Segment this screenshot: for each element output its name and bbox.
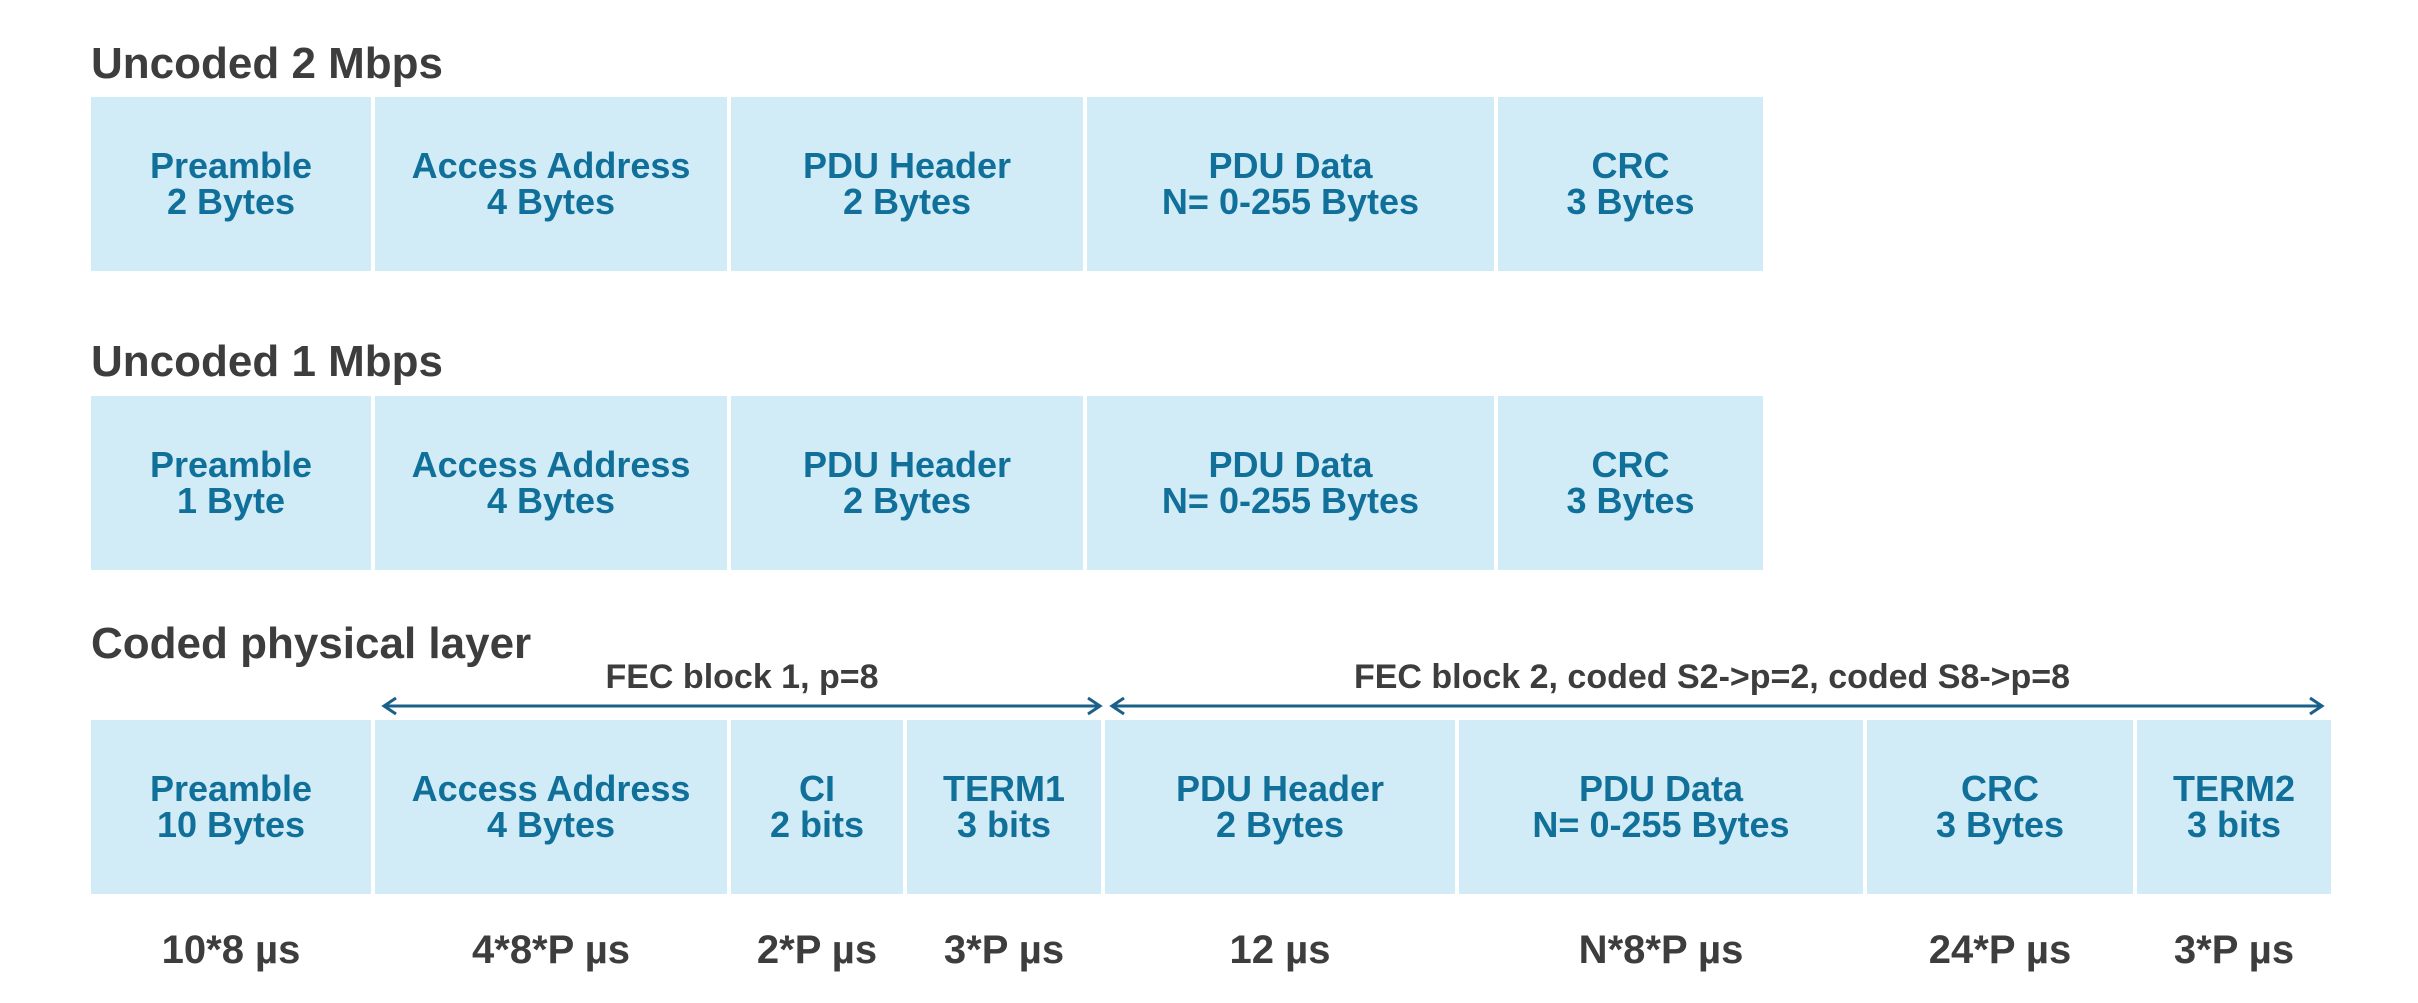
timing-term2: 3*P µs <box>2173 928 2295 972</box>
timing-crc: 24*P µs <box>1928 928 2072 972</box>
field-size: N= 0-255 Bytes <box>1532 804 1790 845</box>
field-name: Preamble <box>149 768 313 809</box>
field-size: 4 Bytes <box>486 480 616 521</box>
field-size: 2 Bytes <box>1215 804 1345 845</box>
field-name: PDU Header <box>802 444 1012 485</box>
field-size: 3 Bytes <box>1566 181 1695 222</box>
field-size: 4 Bytes <box>486 181 616 222</box>
field-name: TERM1 <box>942 768 1065 809</box>
field-size: 2 Bytes <box>842 181 972 222</box>
field-name: PDU Header <box>802 145 1012 186</box>
field-name: PDU Data <box>1208 145 1373 186</box>
field-name: CRC <box>1960 768 2039 809</box>
field-size: 4 Bytes <box>486 804 616 845</box>
field-size: 2 Bytes <box>166 181 296 222</box>
field-size: N= 0-255 Bytes <box>1161 181 1420 222</box>
fec-block-1-label: FEC block 1, p=8 <box>605 658 879 696</box>
field-name: PDU Header <box>1175 768 1385 809</box>
field-size: 2 Bytes <box>842 480 972 521</box>
field-name: CI <box>799 768 835 809</box>
timing-preamble: 10*8 µs <box>161 928 301 972</box>
field-name: CRC <box>1591 145 1670 186</box>
section-title-uncoded-2mbps: Uncoded 2 Mbps <box>91 39 444 88</box>
field-name: Access Address <box>411 145 691 186</box>
field-size: 3 bits <box>956 804 1051 845</box>
section-title-coded-phy: Coded physical layer <box>91 619 532 668</box>
timing-ci: 2*P µs <box>756 928 878 972</box>
field-name: PDU Data <box>1578 768 1744 809</box>
field-size: 2 bits <box>769 804 865 845</box>
field-name: TERM2 <box>2172 768 2295 809</box>
field-name: Preamble <box>149 444 313 485</box>
fec-block-2-arrow <box>1109 696 2325 716</box>
field-name: Access Address <box>411 768 691 809</box>
field-size: N= 0-255 Bytes <box>1161 480 1420 521</box>
field-size: 1 Byte <box>176 480 286 521</box>
field-name: Access Address <box>411 444 691 485</box>
field-name: Preamble <box>149 145 313 186</box>
fec-block-1-arrow <box>381 696 1103 716</box>
field-size: 3 bits <box>2186 804 2281 845</box>
timing-pdu-data: N*8*P µs <box>1578 928 1744 972</box>
field-size: 3 Bytes <box>1566 480 1695 521</box>
timing-access-address: 4*8*P µs <box>472 928 630 972</box>
fec-block-2-label: FEC block 2, coded S2->p=2, coded S8->p=… <box>1353 658 2071 696</box>
timing-pdu-header: 12 µs <box>1229 928 1331 972</box>
timing-term1: 3*P µs <box>943 928 1065 972</box>
field-name: CRC <box>1591 444 1670 485</box>
section-title-uncoded-1mbps: Uncoded 1 Mbps <box>91 337 444 386</box>
field-size: 10 Bytes <box>156 804 306 845</box>
field-size: 3 Bytes <box>1935 804 2065 845</box>
field-name: PDU Data <box>1208 444 1373 485</box>
